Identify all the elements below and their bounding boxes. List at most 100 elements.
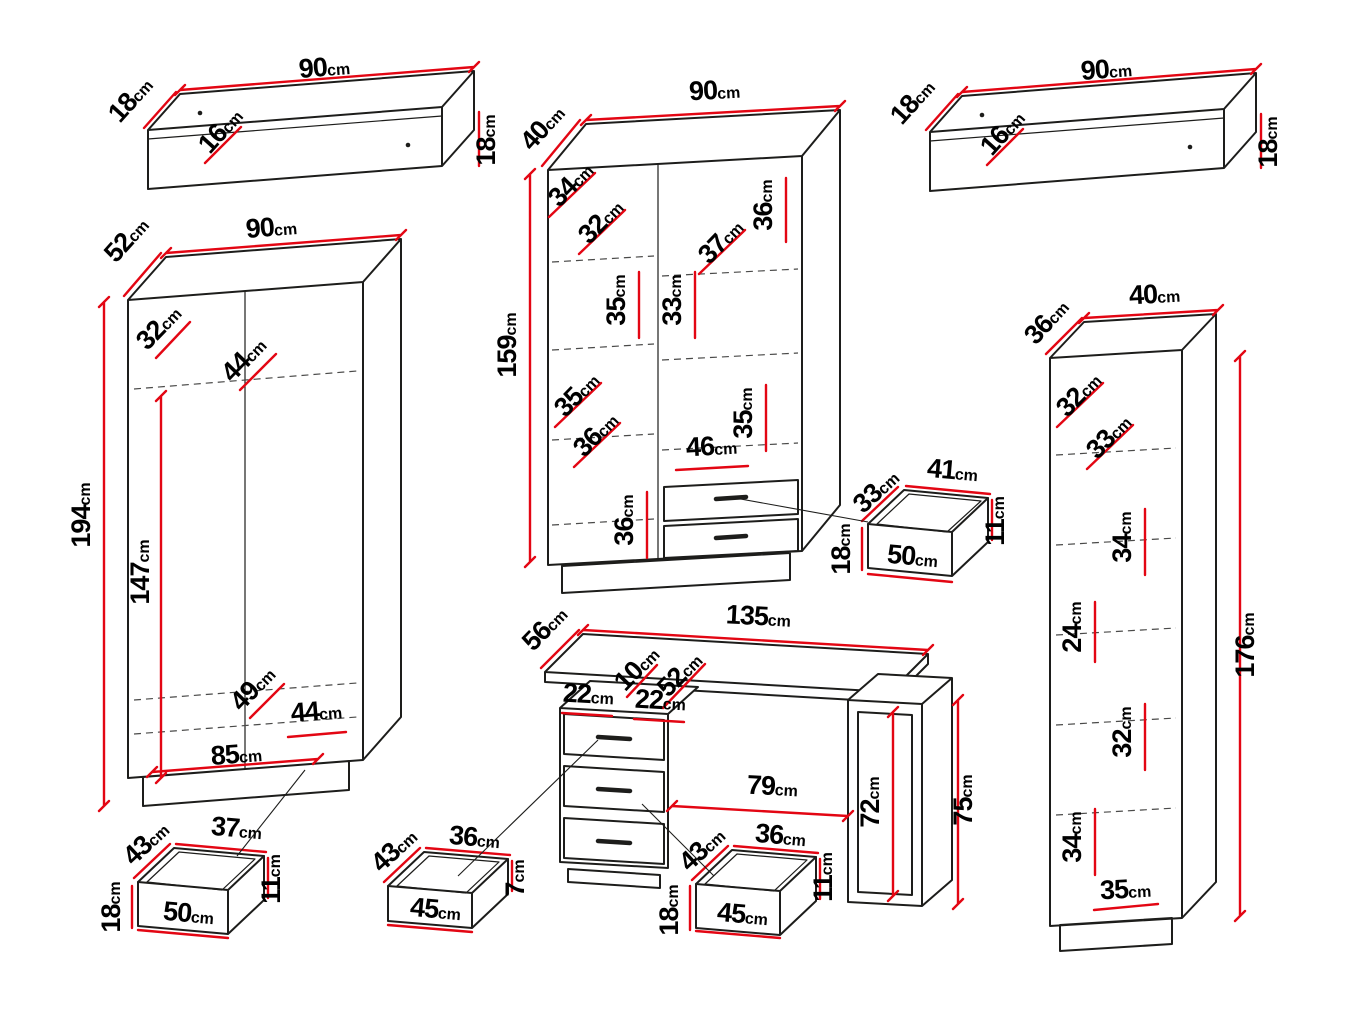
- desk-dimension-lines: [539, 623, 965, 911]
- dim-shelf-left-height: 18cm: [471, 114, 501, 165]
- drawer-desk: 43cm 36cm 45cm 7cm: [365, 820, 530, 934]
- drawer-b: 43cm 36cm 18cm 45cm 11cm: [654, 818, 838, 940]
- dim-drawer-desk-bottom: 45cm: [409, 892, 463, 926]
- desk: 56cm 135cm 10cm 22cm 52cm 22cm 79cm 72cm…: [516, 599, 978, 911]
- dim-drawer-b-bottom: 45cm: [716, 897, 770, 931]
- desk-unit-drawer-handles: [595, 734, 633, 846]
- cabinet-dimension-lines: [523, 99, 847, 569]
- bookcase-shelves-dashed: [1055, 447, 1177, 816]
- dim-cabinet-s3: 36cm: [748, 179, 778, 230]
- drawer-b-inner: [704, 853, 808, 892]
- dim-desk-clearance-width: 79cm: [746, 770, 799, 803]
- dim-wardrobe-depth: 52cm: [98, 210, 155, 268]
- leader-cabinet-to-drawer: [734, 497, 869, 523]
- shelf-right-peg: [1187, 144, 1193, 150]
- cabinet-body: [547, 109, 841, 594]
- display-cabinet: 40cm 90cm 159cm 34cm 32cm 36cm 37cm 35cm…: [492, 75, 847, 594]
- dim-cabinet-height: 159cm: [492, 312, 522, 377]
- shelf-left-dimension-lines: [142, 60, 481, 168]
- dim-drawer-cabinet-front-height: 18cm: [826, 523, 856, 574]
- dim-wardrobe-hanging-height: 147cm: [125, 539, 155, 604]
- bookcase-dimension-lines: [1044, 303, 1247, 923]
- cabinet-interior-dashed: [551, 255, 799, 526]
- dim-bookcase-height: 176cm: [1230, 612, 1260, 677]
- dim-drawer-wardrobe-bottom: 50cm: [162, 896, 216, 930]
- shelf-right-peg: [979, 112, 985, 118]
- dim-cabinet-s6: 33cm: [657, 274, 687, 325]
- desk-unit-drawer-fronts: [563, 713, 665, 865]
- wardrobe-dimension-lines: [97, 228, 408, 813]
- dim-drawer-cabinet-bottom: 50cm: [886, 539, 940, 573]
- dim-desk-width: 135cm: [725, 599, 792, 632]
- dim-wardrobe-height: 194cm: [66, 482, 96, 547]
- wardrobe: 90cm 52cm 194cm 32cm 44cm 147cm 49cm 44c…: [66, 210, 408, 813]
- drawer-desk-dimension-lines: [382, 846, 514, 934]
- dim-drawer-cabinet-width: 41cm: [926, 453, 980, 487]
- dim-desk-offset-right: 22cm: [634, 684, 687, 717]
- dim-shelf-right-depth: 18cm: [884, 72, 941, 130]
- dim-wardrobe-width: 90cm: [245, 210, 298, 244]
- dim-drawer-b-front-height: 18cm: [654, 884, 684, 935]
- wardrobe-body: [127, 238, 402, 807]
- shelf-left-board-edge: [147, 115, 443, 140]
- dim-shelf-left-width: 90cm: [298, 50, 351, 84]
- drawer-cabinet-dimension-lines: [860, 484, 994, 584]
- dim-cabinet-s5: 35cm: [601, 274, 631, 325]
- dim-bookcase-s4: 24cm: [1057, 601, 1087, 652]
- drawer-cabinet-rim: [867, 489, 989, 525]
- shelf-right-dimension-lines: [924, 62, 1263, 170]
- dim-desk-clearance-height: 72cm: [855, 776, 885, 827]
- shelf-right-board-edge: [929, 117, 1225, 142]
- dim-cabinet-s8: 35cm: [728, 387, 758, 438]
- bookcase: 36cm 40cm 176cm 32cm 33cm 34cm 24cm 32cm…: [1018, 278, 1260, 952]
- leader-lines: [236, 497, 869, 877]
- drawer-b-rim: [695, 849, 817, 885]
- dim-wardrobe-inner-width: 85cm: [210, 737, 263, 771]
- dim-drawer-wardrobe-front-height: 18cm: [96, 881, 126, 932]
- dim-shelf-right-width: 90cm: [1080, 52, 1133, 86]
- desk-leg-frame: [847, 673, 953, 907]
- wall-shelf-left: 90cm 18cm 16cm 18cm: [102, 50, 501, 190]
- wall-shelf-right: 90cm 18cm 16cm 18cm: [884, 52, 1283, 192]
- leader-wardrobe-to-drawer: [236, 769, 306, 857]
- drawer-wardrobe-dimension-lines: [130, 842, 270, 940]
- leader-desk-to-drawer-right: [641, 803, 715, 877]
- dim-drawer-wardrobe-width: 37cm: [210, 811, 264, 845]
- cabinet-drawer-handles: [713, 494, 749, 541]
- dim-drawer-desk-inner-height: 7cm: [500, 859, 530, 896]
- dim-bookcase-s6: 34cm: [1057, 811, 1087, 862]
- shelf-left-peg: [405, 142, 411, 148]
- dim-shelf-left-depth: 18cm: [102, 70, 159, 128]
- drawer-wardrobe-inner: [146, 851, 256, 891]
- drawer-wardrobe: 37cm 43cm 18cm 50cm 11cm: [96, 811, 286, 940]
- dim-cabinet-depth: 40cm: [514, 98, 571, 156]
- dim-bookcase-s3: 34cm: [1107, 511, 1137, 562]
- dim-drawer-b-inner-height: 11cm: [808, 852, 838, 902]
- dim-desk-offset-left: 22cm: [562, 678, 615, 711]
- drawer-cabinet-inner: [876, 493, 982, 533]
- drawer-b-dimension-lines: [688, 844, 822, 940]
- bookcase-body: [1049, 313, 1217, 952]
- dim-drawer-desk-width: 36cm: [448, 820, 502, 854]
- drawer-desk-inner: [396, 855, 500, 894]
- dim-bookcase-s5: 32cm: [1107, 706, 1137, 757]
- dim-drawer-b-width: 36cm: [754, 818, 808, 852]
- dim-drawer-wardrobe-inner-height: 11cm: [256, 854, 286, 904]
- dim-cabinet-s10: 46cm: [685, 430, 738, 463]
- shelf-right-body: [929, 72, 1257, 192]
- dim-drawer-wardrobe-depth: 43cm: [117, 814, 175, 871]
- dim-shelf-right-height: 18cm: [1253, 116, 1283, 167]
- dim-wardrobe-drawer-width: 44cm: [290, 694, 343, 728]
- dim-drawer-cabinet-inner-height: 11cm: [980, 496, 1010, 546]
- drawer-wardrobe-rim: [137, 847, 265, 883]
- dim-desk-depth: 56cm: [516, 599, 573, 657]
- dim-desk-height: 75cm: [948, 774, 978, 825]
- dim-bookcase-width: 40cm: [1128, 278, 1181, 311]
- cabinet-drawers: [663, 479, 799, 559]
- wardrobe-interior-dashed: [133, 370, 358, 735]
- leader-desk-to-drawer-left: [457, 739, 599, 877]
- drawer-cabinet: 33cm 41cm 18cm 50cm 11cm: [826, 453, 1010, 584]
- dim-bookcase-s7: 35cm: [1099, 873, 1152, 906]
